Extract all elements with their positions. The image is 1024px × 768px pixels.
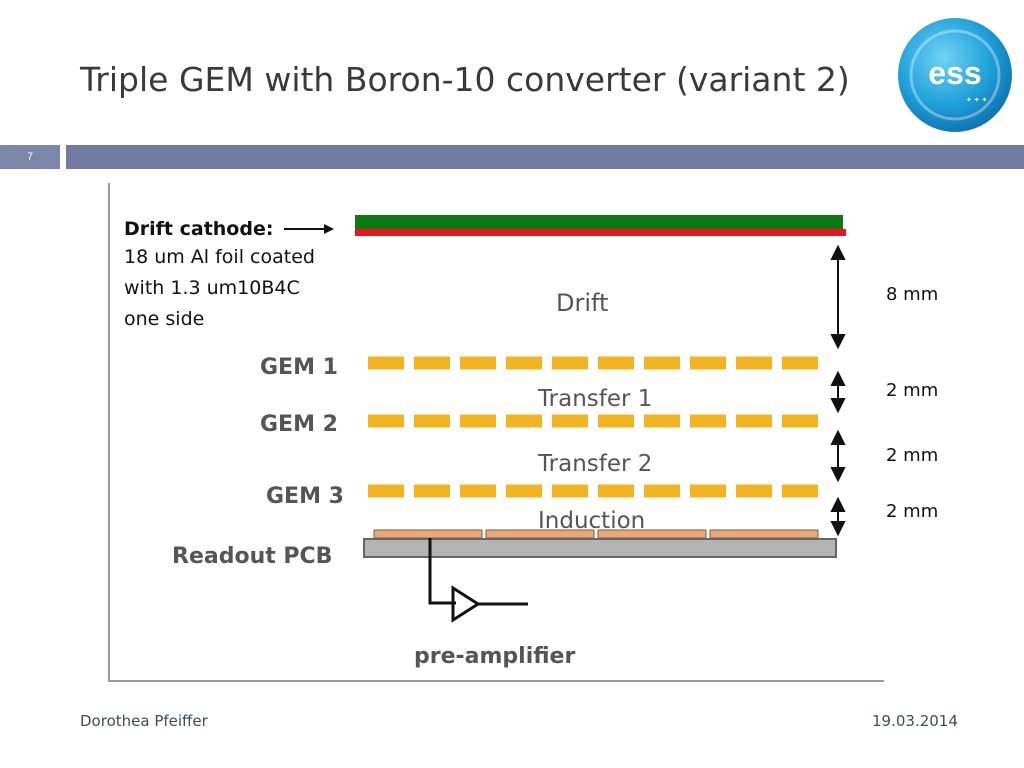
readout-pcb [363, 538, 837, 558]
gem-diagram: Drift GEM 1 Transfer 1 GEM 2 Transfer 2 … [108, 183, 884, 683]
header-bar [66, 145, 1024, 169]
ess-logo-icon: ess ✦ ✦ ✦ [898, 18, 1012, 132]
drift-cathode-description: Drift cathode: 18 um Al foil coated with… [124, 216, 315, 335]
gem2-label: GEM 2 [260, 412, 338, 437]
drift-cathode-line3: one side [124, 308, 205, 330]
drift-cathode-line1: 18 um Al foil coated [124, 246, 315, 268]
drift-cathode-heading: Drift cathode: [124, 218, 274, 240]
drift-gap-arrow [830, 244, 846, 350]
gem3-label: GEM 3 [266, 484, 344, 509]
transfer2-gap-arrow [830, 429, 846, 483]
transfer1-gap-arrow [830, 370, 846, 414]
induction-gap-arrow [830, 496, 846, 537]
gap-label-transfer1: 2 mm [886, 380, 939, 401]
footer-date: 19.03.2014 [872, 712, 958, 730]
gem1-label: GEM 1 [260, 355, 338, 380]
gap-label-induction: 2 mm [886, 501, 939, 522]
gap-label-drift: 8 mm [886, 284, 939, 305]
readout-label: Readout PCB [172, 544, 332, 569]
cathode-red-layer [355, 229, 846, 236]
slide-number: 7 [0, 145, 60, 169]
gap-label-transfer2: 2 mm [886, 445, 939, 466]
drift-label: Drift [556, 289, 608, 317]
cathode-pointer-arrow [284, 224, 334, 234]
preamp-label: pre-amplifier [414, 644, 575, 669]
svg-text:✦ ✦ ✦: ✦ ✦ ✦ [966, 96, 988, 104]
footer-author: Dorothea Pfeiffer [80, 712, 208, 730]
drift-cathode-line2: with 1.3 um10B4C [124, 277, 300, 299]
logo-text: ess [928, 55, 981, 91]
transfer1-label: Transfer 1 [537, 386, 652, 412]
preamplifier-icon [428, 538, 528, 623]
cathode-green-layer [355, 215, 843, 229]
transfer2-label: Transfer 2 [537, 451, 652, 477]
slide-title: Triple GEM with Boron-10 converter (vari… [80, 60, 850, 99]
